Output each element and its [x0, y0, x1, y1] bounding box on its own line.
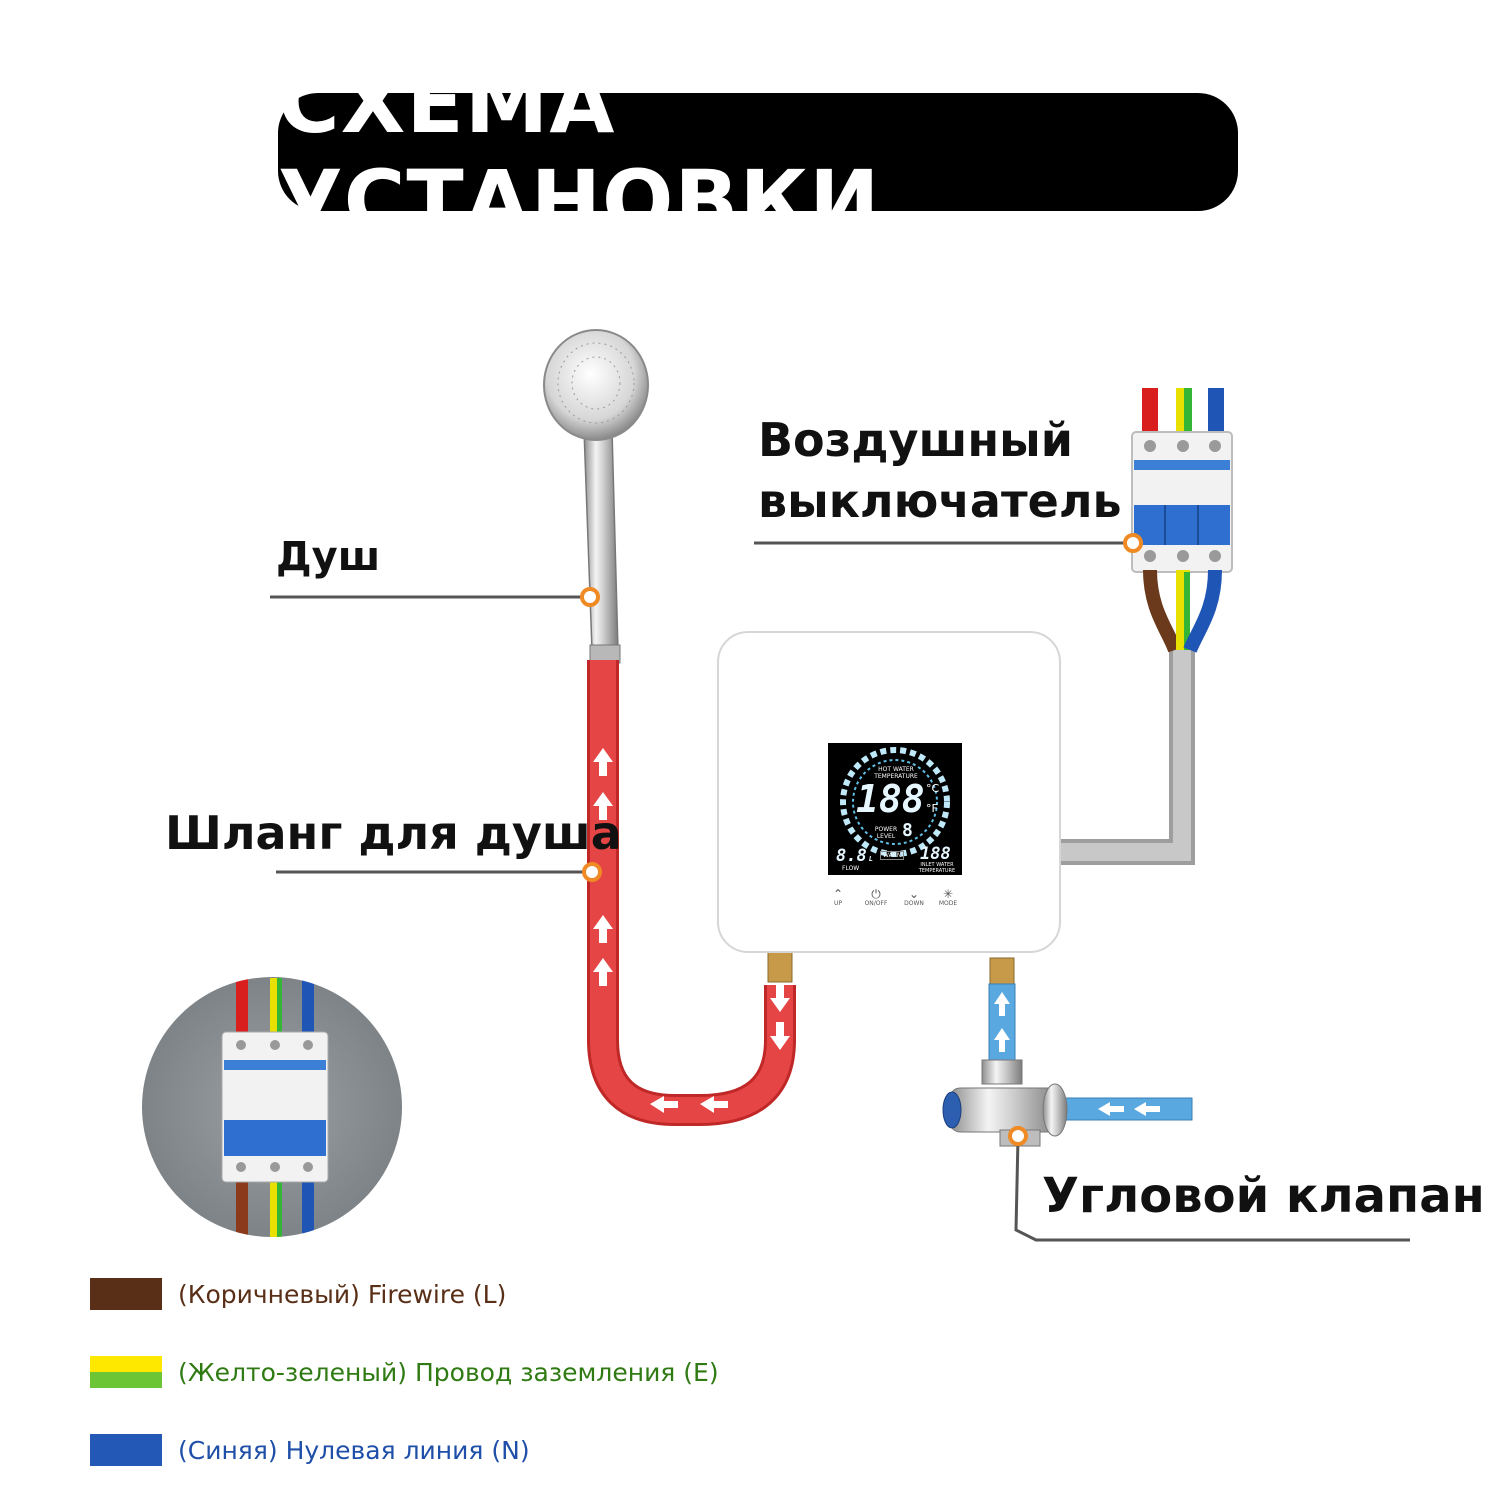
- flow-unit: L: [868, 855, 873, 863]
- shower-hose: [587, 660, 796, 1126]
- flow-value: 8.8: [836, 846, 867, 866]
- angle-valve: [942, 1059, 1068, 1147]
- power-icon: ⏻: [871, 887, 881, 901]
- gear-icon: ✳: [942, 887, 954, 901]
- swatch-yellow-green: [90, 1356, 162, 1388]
- shower-head: [543, 329, 649, 664]
- display-power-value: 8: [902, 820, 913, 841]
- markers: [580, 533, 1143, 1146]
- legend-label: (Желто-зеленый) Провод заземления (E): [178, 1357, 719, 1387]
- button-label: MODE: [938, 900, 958, 907]
- button-label: DOWN: [904, 900, 924, 907]
- label-breaker-line2: выключатель: [758, 474, 1122, 528]
- legend-item-yellow-green: (Желто-зеленый) Провод заземления (E): [90, 1355, 719, 1389]
- heater-button-power[interactable]: ⏻ ON/OFF: [860, 888, 892, 907]
- marker-breaker: [1123, 533, 1143, 553]
- display-power-label: POWER LEVEL: [874, 826, 898, 840]
- marker-shower: [580, 587, 600, 607]
- display-inlet-temp: 188: [920, 844, 951, 864]
- label-breaker-line1: Воздушный: [758, 413, 1073, 467]
- breaker-photo: [142, 977, 402, 1237]
- display-hot-water-label: HOT WATER TEMPERATURE: [874, 766, 918, 780]
- swatch-brown: [90, 1278, 162, 1310]
- swatch-blue: [90, 1434, 162, 1466]
- button-label: UP: [833, 900, 842, 907]
- water-heater: [717, 631, 1061, 953]
- page-title: СХЕМА УСТАНОВКИ: [278, 54, 881, 250]
- display-unit-c: °C: [926, 782, 940, 795]
- legend-label: (Коричневый) Firewire (L): [178, 1279, 507, 1309]
- heater-button-up[interactable]: ⌃ UP: [824, 888, 852, 907]
- heater-button-mode[interactable]: ✳ MODE: [933, 888, 963, 907]
- title-banner: СХЕМА УСТАНОВКИ: [278, 54, 1238, 250]
- marker-valve: [1008, 1126, 1028, 1146]
- display-flow-label: FLOW: [842, 865, 860, 872]
- label-shower: Душ: [276, 534, 381, 580]
- leader-lines: [270, 541, 1410, 1242]
- display-warn-label: WARN: [880, 851, 905, 860]
- button-label: ON/OFF: [864, 900, 888, 907]
- chevron-down-icon: ⌄: [908, 887, 920, 901]
- display-inlet-label: INLET WATER TEMPERATURE: [918, 862, 956, 874]
- display-main-temp: 188: [856, 777, 925, 821]
- power-cable: [1060, 650, 1195, 865]
- heater-button-down[interactable]: ⌄ DOWN: [900, 888, 928, 907]
- circuit-breaker: [1131, 388, 1233, 653]
- display-unit-f: °F: [926, 802, 938, 815]
- legend-label: (Синяя) Нулевая линия (N): [178, 1435, 530, 1465]
- cold-water-pipe: [988, 957, 1193, 1121]
- legend-item-blue: (Синяя) Нулевая линия (N): [90, 1433, 530, 1467]
- label-hose: Шланг для душа: [165, 806, 622, 860]
- marker-hose: [582, 862, 602, 882]
- label-angle-valve: Угловой клапан: [1042, 1168, 1485, 1224]
- chevron-up-icon: ⌃: [832, 887, 844, 901]
- legend-item-brown: (Коричневый) Firewire (L): [90, 1277, 506, 1311]
